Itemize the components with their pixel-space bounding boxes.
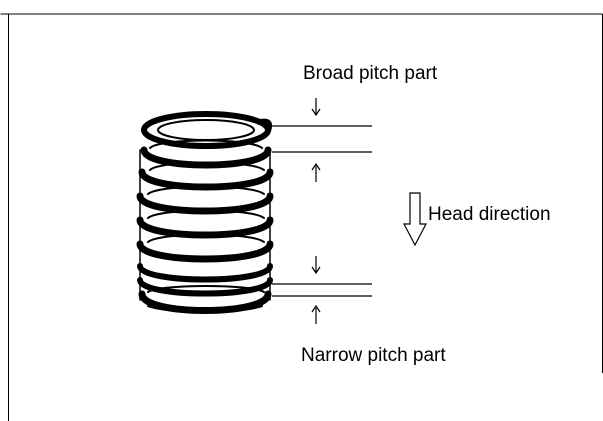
head-direction-label: Head direction xyxy=(428,204,551,225)
arrow-down-icon xyxy=(311,98,321,117)
arrow-up-icon xyxy=(311,162,321,182)
hollow-down-arrow-icon xyxy=(403,192,427,247)
broad-pitch-markers xyxy=(272,125,372,153)
spring-coil-icon xyxy=(136,111,274,314)
arrow-up-icon xyxy=(311,304,321,324)
narrow-pitch-label: Narrow pitch part xyxy=(301,345,446,366)
narrow-pitch-markers xyxy=(272,283,372,297)
broad-pitch-label: Broad pitch part xyxy=(303,63,438,84)
arrow-down-icon xyxy=(311,256,321,275)
